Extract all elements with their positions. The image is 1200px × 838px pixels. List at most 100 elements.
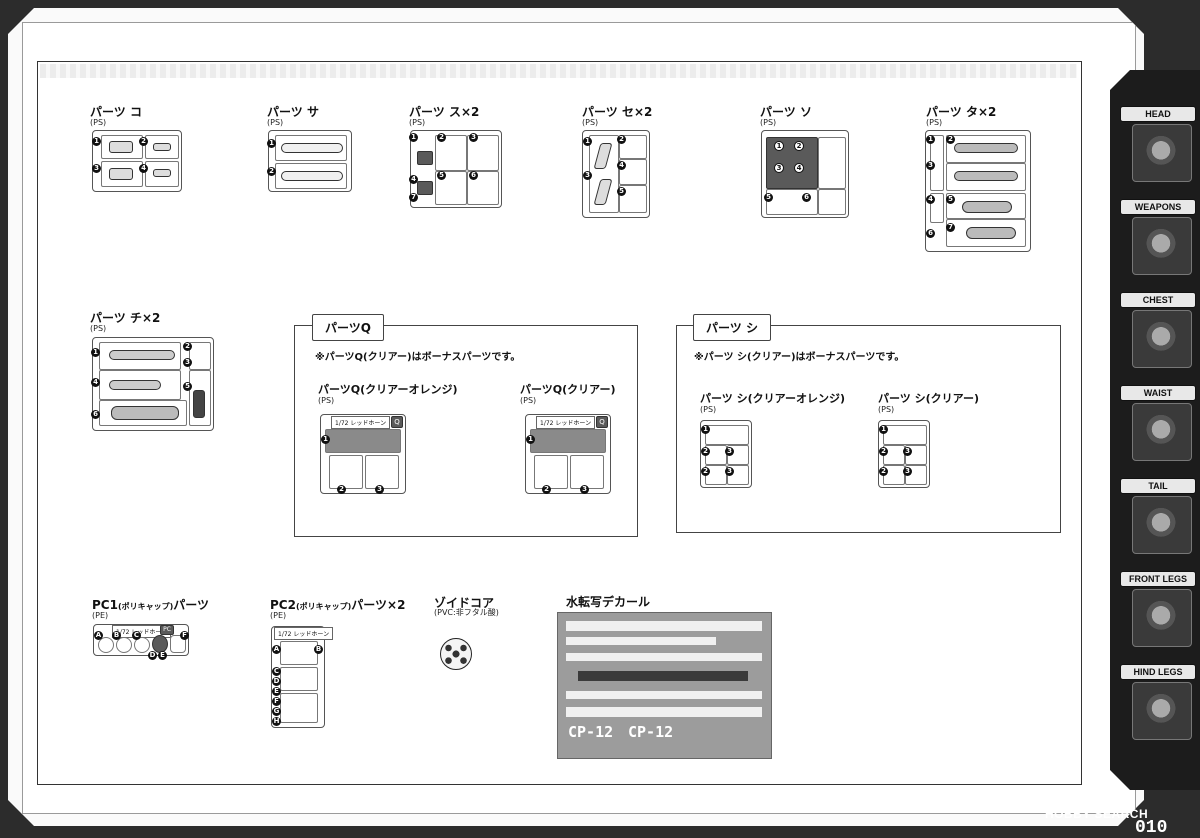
- decal-code: CP-12: [568, 723, 614, 741]
- part-piece: [111, 406, 179, 420]
- runner-tag-text: 1/72 レッドホーン: [540, 420, 592, 427]
- decal-strip: [566, 707, 762, 717]
- part-number-badge: 4: [617, 161, 626, 170]
- part-number-badge: 2: [946, 135, 955, 144]
- part-letter-badge: E: [272, 687, 281, 696]
- sidebar-tab-label: HEAD: [1120, 106, 1196, 122]
- runner-tag-text: 1/72 レッドホーン: [278, 631, 330, 638]
- part-piece: [153, 169, 171, 177]
- pc1-sub: (PE): [92, 611, 109, 620]
- bonus-shi-right-sub: (PS): [878, 405, 895, 414]
- part-number-badge: 3: [375, 485, 384, 494]
- polycap: [134, 637, 150, 653]
- part-number-badge: 2: [701, 447, 710, 456]
- part-letter-badge: E: [158, 651, 167, 660]
- part-number-badge: 2: [183, 342, 192, 351]
- part-ta-sub: (PS): [926, 118, 943, 127]
- weapons-thumbnail: [1132, 217, 1192, 275]
- part-number-badge: 1: [321, 435, 330, 444]
- part-piece: [109, 141, 133, 153]
- runner-code: PC: [160, 625, 174, 635]
- part-number-badge: 6: [802, 193, 811, 202]
- tail-thumbnail: [1132, 496, 1192, 554]
- runner-cell: [883, 425, 927, 445]
- runner-cell: [530, 429, 606, 453]
- bonus-q-tab: パーツQ: [312, 314, 384, 341]
- runner-cell: [818, 137, 846, 189]
- runner-q-clear-orange: 1/72 レッドホーン Q 1 2 3: [320, 414, 406, 494]
- part-number-badge: 1: [926, 135, 935, 144]
- bonus-q-left-title: パーツQ(クリアーオレンジ): [318, 383, 458, 396]
- sidebar-tab-label: WAIST: [1120, 385, 1196, 401]
- bonus-shi-left-title: パーツ シ(クリアーオレンジ): [700, 392, 846, 405]
- sidebar-tab-front-legs[interactable]: FRONT LEGS: [1116, 567, 1200, 655]
- part-number-badge: 3: [903, 447, 912, 456]
- sidebar-tab-label: WEAPONS: [1120, 199, 1196, 215]
- part-number-badge: 3: [469, 133, 478, 142]
- runner-tag: 1/72 レッドホーン: [331, 416, 391, 429]
- runner-letter: Q: [596, 416, 608, 428]
- part-number-badge: 6: [469, 171, 478, 180]
- pc2-title-main: PC2: [270, 598, 296, 612]
- part-number-badge: 4: [794, 163, 804, 173]
- part-piece: [109, 350, 175, 360]
- part-number-badge: 3: [725, 467, 734, 476]
- page-number: 010: [1135, 818, 1168, 838]
- part-number-badge: 3: [580, 485, 589, 494]
- part-chi-title: パーツ チ×2: [90, 311, 161, 325]
- part-number-badge: 4: [139, 164, 148, 173]
- sidebar-tab-label: CHEST: [1120, 292, 1196, 308]
- part-letter-badge: G: [272, 707, 281, 716]
- part-letter-badge: D: [272, 677, 281, 686]
- part-letter-badge: B: [314, 645, 323, 654]
- part-se-sub: (PS): [582, 118, 599, 127]
- part-number-badge: 6: [926, 229, 935, 238]
- part-number-badge: 2: [617, 135, 626, 144]
- part-letter-badge: F: [180, 631, 189, 640]
- zoid-core-sub: (PVC:非フタル酸): [434, 608, 499, 617]
- part-letter-badge: A: [94, 631, 103, 640]
- part-letter-badge: C: [272, 667, 281, 676]
- pc2-title: PC2(ポリキャップ)パーツ×2: [270, 596, 405, 613]
- part-ta-title: パーツ タ×2: [926, 105, 997, 119]
- sidebar-tab-label: TAIL: [1120, 478, 1196, 494]
- sidebar-tab-waist[interactable]: WAIST: [1116, 381, 1200, 469]
- part-letter-badge: B: [112, 631, 121, 640]
- decal-strip: [566, 621, 762, 631]
- part-piece: [193, 390, 205, 418]
- part-number-badge: 4: [91, 378, 100, 387]
- section-sidebar: HEAD WEAPONS CHEST WAIST TAIL FRONT LEGS…: [1116, 92, 1200, 782]
- part-number-badge: 3: [183, 358, 192, 367]
- runner-pc2: 1/72 レッドホーン A B C D E F G H: [271, 626, 334, 728]
- runner-chi: 1 2 3 4 5 6: [91, 337, 214, 431]
- waist-thumbnail: [1132, 403, 1192, 461]
- part-number-badge: 2: [542, 485, 551, 494]
- bonus-q-left-sub: (PS): [318, 396, 335, 405]
- runner-cell: [189, 342, 211, 370]
- runner-cell: [280, 667, 318, 691]
- bonus-shi-note: ※パーツ シ(クリアー)はボーナスパーツです。: [694, 352, 905, 363]
- part-number-badge: 2: [337, 485, 346, 494]
- decal-title: 水転写デカール: [566, 595, 651, 609]
- sidebar-tab-weapons[interactable]: WEAPONS: [1116, 195, 1200, 283]
- bonus-q-right-sub: (PS): [520, 396, 537, 405]
- sidebar-tab-label: FRONT LEGS: [1120, 571, 1196, 587]
- sidebar-tab-head[interactable]: HEAD: [1116, 102, 1200, 190]
- sidebar-tab-tail[interactable]: TAIL: [1116, 474, 1200, 562]
- part-number-badge: 1: [91, 348, 100, 357]
- part-chi-sub: (PS): [90, 324, 107, 333]
- part-number-badge: 2: [437, 133, 446, 142]
- part-letter-badge: C: [132, 631, 141, 640]
- part-ko-sub: (PS): [90, 118, 107, 127]
- runner-ta: 1 2 3 4 5 6 7: [925, 130, 1031, 252]
- pc2-sub: (PE): [270, 611, 287, 620]
- runner-sa: 1 2: [267, 130, 352, 192]
- bonus-shi-tab: パーツ シ: [693, 314, 771, 341]
- part-piece: [109, 380, 161, 390]
- part-se-title: パーツ セ×2: [582, 105, 653, 119]
- part-number-badge: 1: [583, 137, 592, 146]
- sidebar-tab-chest[interactable]: CHEST: [1116, 288, 1200, 376]
- sidebar-tab-hind-legs[interactable]: HIND LEGS: [1116, 660, 1200, 748]
- runner-tag: 1/72 レッドホーン: [536, 416, 596, 429]
- decal-strip: [578, 671, 748, 681]
